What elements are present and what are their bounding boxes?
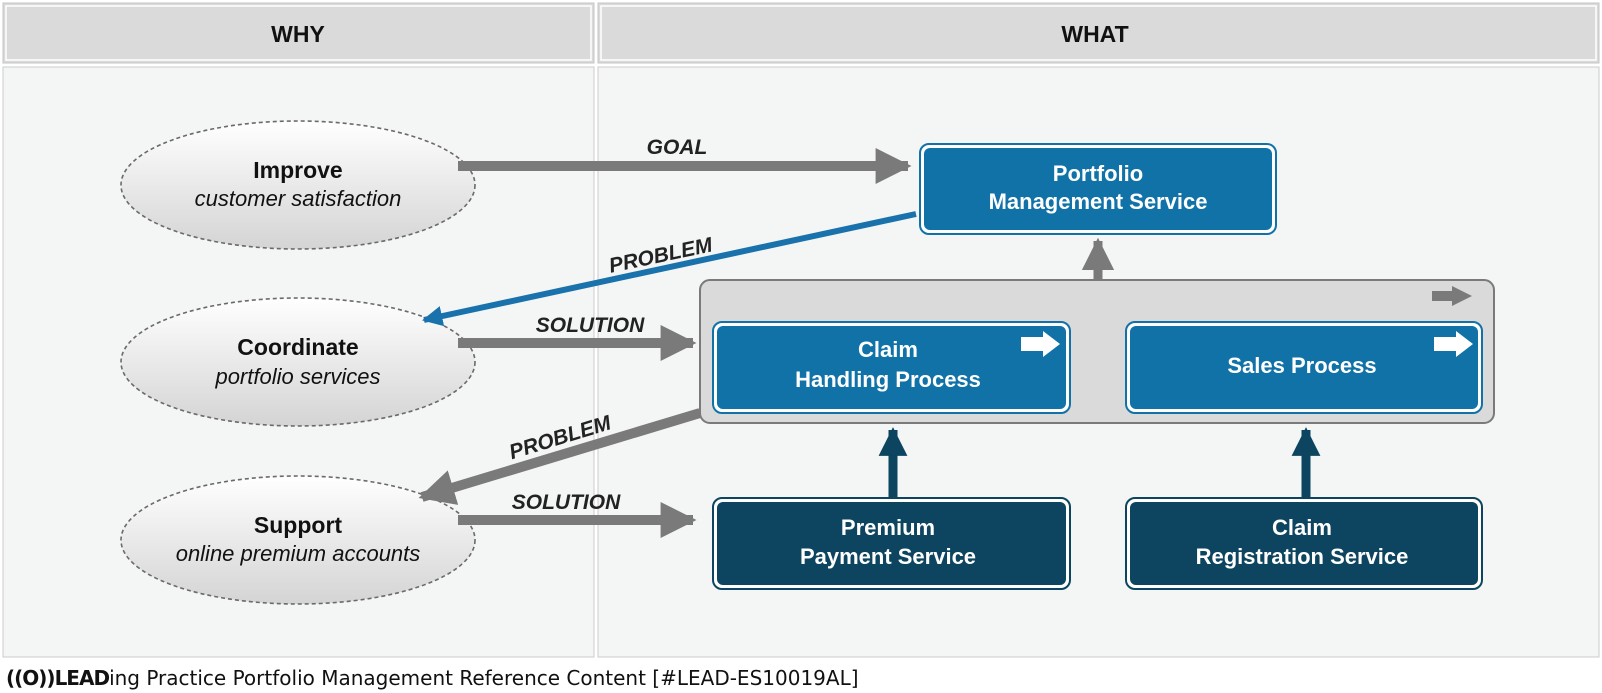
solution-label: SOLUTION (512, 491, 621, 514)
goal-support: Support online premium accounts (120, 475, 476, 605)
problem-arrow-portfolio (422, 211, 917, 327)
goal-subtitle: online premium accounts (176, 541, 421, 566)
goal-coordinate: Coordinate portfolio services (120, 297, 476, 427)
why-header-label: WHY (271, 21, 325, 47)
footer-text: ing Practice Portfolio Management Refere… (109, 666, 859, 690)
problem-arrow-process (418, 408, 702, 505)
goal-title: Support (254, 512, 342, 538)
service-label-line: Payment Service (800, 544, 976, 569)
service-label-line: Management Service (989, 189, 1208, 214)
leading-practice-logo: ((O))LEAD (6, 666, 110, 690)
sales-process: Sales Process (1125, 321, 1483, 414)
why-header: WHY (2, 2, 595, 64)
service-label-line: Registration Service (1196, 544, 1409, 569)
goal-label: GOAL (647, 136, 708, 159)
process-label-line: Handling Process (795, 367, 981, 392)
process-arrow-icon (1021, 331, 1060, 357)
claim-handling-process: Claim Handling Process (712, 321, 1071, 414)
process-label-line: Claim (858, 337, 918, 362)
process-label: Sales Process (1227, 353, 1376, 378)
process-arrow-icon (1434, 331, 1473, 357)
goal-subtitle: portfolio services (214, 364, 380, 389)
what-header: WHAT (597, 2, 1600, 64)
portfolio-management-service: Portfolio Management Service (919, 143, 1277, 235)
service-label-line: Premium (841, 515, 935, 540)
process-flow-arrow-icon (1432, 286, 1472, 306)
goal-title: Coordinate (237, 334, 358, 360)
goal-title: Improve (253, 157, 342, 183)
service-label-line: Portfolio (1053, 161, 1143, 186)
goal-improve: Improve customer satisfaction (120, 120, 476, 250)
service-label-line: Claim (1272, 515, 1332, 540)
footer-credit: ((O))LEADing Practice Portfolio Manageme… (6, 666, 859, 690)
premium-payment-service: Premium Payment Service (712, 497, 1071, 590)
what-header-label: WHAT (1061, 21, 1128, 47)
goal-subtitle: customer satisfaction (195, 186, 402, 211)
claim-registration-service: Claim Registration Service (1125, 497, 1483, 590)
solution-label: SOLUTION (536, 314, 645, 337)
